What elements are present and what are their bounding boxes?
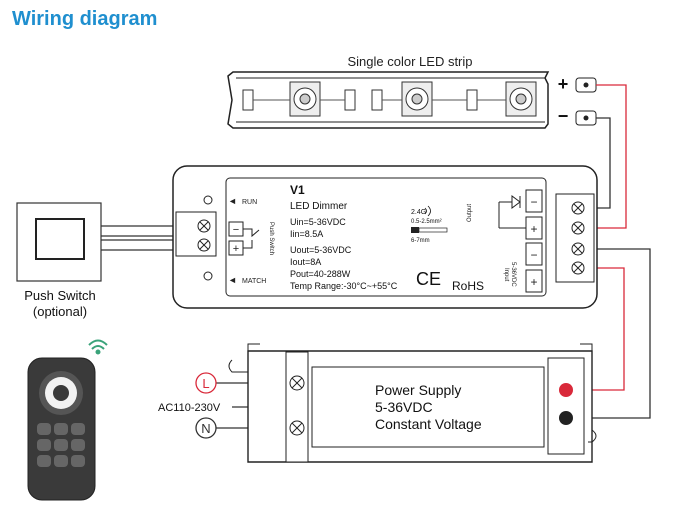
- wireless-signal-icon: [88, 339, 108, 355]
- resistor: [466, 89, 478, 111]
- wire-strip-positive: [592, 84, 627, 229]
- match-arrow: ◄: [228, 275, 237, 285]
- psu-voltage: 5-36VDC: [375, 399, 433, 415]
- terminal-screw: [571, 221, 585, 235]
- spec-iin: Iin=8.5A: [290, 229, 323, 239]
- rf-label: 2.4G: [411, 209, 426, 216]
- spec-temp: Temp Range:-30°C~+55°C: [290, 281, 398, 291]
- spec-uin: Uin=5-36VDC: [290, 217, 346, 227]
- spec-pout: Pout=40-288W: [290, 269, 351, 279]
- led-strip: [227, 71, 550, 129]
- ac-voltage-label: AC110-230V: [158, 402, 221, 414]
- terminal-screw: [571, 201, 585, 215]
- wire-size-label: 0.5-2.5mm²: [411, 219, 442, 225]
- input-minus: −: [530, 248, 537, 262]
- match-label: MATCH: [242, 278, 266, 285]
- run-arrow: ◄: [228, 196, 237, 206]
- terminal-screw: [571, 261, 585, 275]
- terminal-screw: [571, 242, 585, 256]
- wire-strip-negative: [592, 117, 611, 209]
- strip-length-label: 6-7mm: [411, 238, 430, 244]
- spec-uout: Uout=5-36VDC: [290, 245, 352, 255]
- output-plus: +: [530, 222, 537, 236]
- resistor: [371, 89, 383, 111]
- power-supply: [228, 343, 597, 463]
- product-name: LED Dimmer: [290, 201, 348, 212]
- psu-title: Power Supply: [375, 382, 461, 398]
- wire-input-negative: [566, 248, 651, 419]
- psu-type: Constant Voltage: [375, 416, 482, 432]
- input-label: Input: [503, 268, 509, 282]
- led-chip: [401, 81, 433, 117]
- push-switch-vertical-label: Push Switch: [268, 222, 274, 255]
- strip-label: Single color LED strip: [348, 54, 473, 69]
- push-switch: [16, 202, 102, 282]
- resistor: [344, 89, 356, 111]
- push-switch-optional: (optional): [33, 304, 87, 319]
- switch-plus: +: [233, 243, 239, 255]
- model-label: V1: [290, 183, 305, 197]
- push-switch-label: Push Switch: [24, 288, 96, 303]
- page-title: Wiring diagram: [12, 8, 158, 30]
- strip-plus-label: +: [558, 74, 569, 94]
- ce-mark: CE: [416, 269, 441, 289]
- remote-control: [27, 357, 96, 501]
- rohs-mark: RoHS: [452, 279, 484, 293]
- switch-minus: −: [233, 224, 239, 236]
- neutral-terminal-label: N: [201, 421, 210, 436]
- push-switch-terminal: [175, 211, 217, 257]
- psu-negative-terminal: [559, 411, 573, 425]
- psu-positive-terminal: [559, 383, 573, 397]
- spec-iout: Iout=8A: [290, 257, 321, 267]
- resistor: [242, 89, 254, 111]
- wire-input-positive: [566, 267, 625, 391]
- input-voltage-label: 5-36VDC: [510, 262, 516, 287]
- line-terminal-label: L: [202, 376, 209, 391]
- run-label: RUN: [242, 199, 257, 206]
- led-chip: [505, 81, 537, 117]
- input-plus: +: [530, 275, 537, 289]
- led-dimmer: ◄ RUN ◄ MATCH − + Push Switch V1 LED Dim…: [172, 165, 598, 309]
- output-minus: −: [530, 195, 537, 209]
- output-label: Output: [467, 204, 473, 222]
- rf-signal-icon: [424, 205, 431, 217]
- led-diode-icon: [511, 195, 521, 209]
- led-chip: [289, 81, 321, 117]
- strip-minus-label: −: [558, 106, 569, 126]
